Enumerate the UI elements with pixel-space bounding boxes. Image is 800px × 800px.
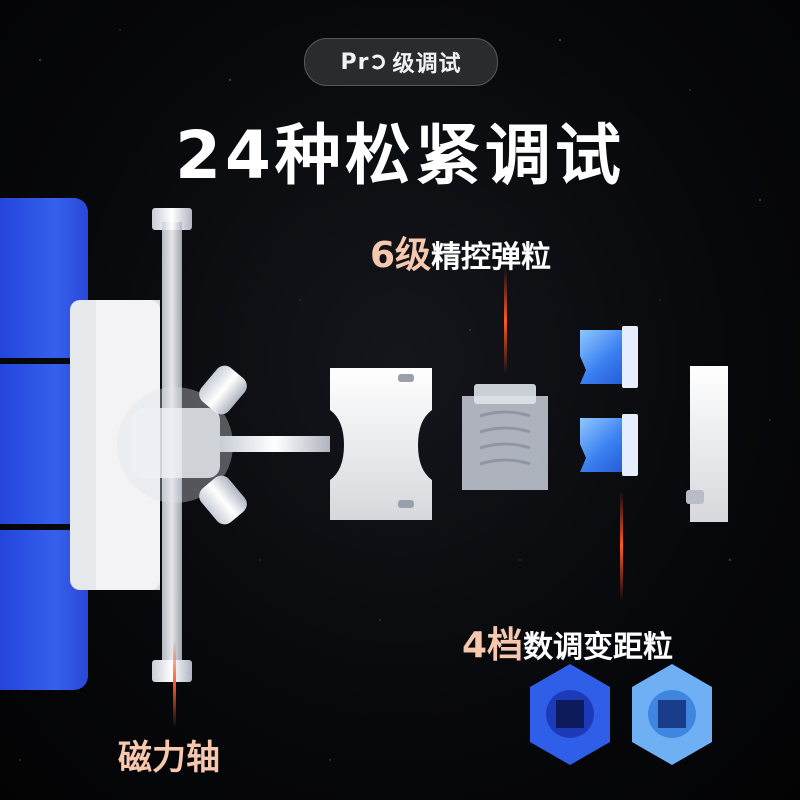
label-distance-number: 4档 xyxy=(462,625,524,666)
end-cap xyxy=(686,366,728,522)
callout-lines xyxy=(173,268,623,728)
label-pellet-text: 精控弹粒 xyxy=(431,240,552,275)
label-spring-pellet: 6级精控弹粒 xyxy=(370,226,551,278)
label-distance-text: 数调变距粒 xyxy=(523,630,674,665)
cube-pieces xyxy=(0,198,160,690)
label-pellet-number: 6级 xyxy=(370,235,432,276)
hex-nuts xyxy=(530,664,712,765)
badge-text: 级调试 xyxy=(392,52,462,77)
white-housing xyxy=(330,368,432,520)
label-magnetic-axis: 磁力轴 xyxy=(118,738,220,778)
badge-prefix: Pr xyxy=(340,49,370,75)
distance-pellets xyxy=(580,326,638,476)
label-distance-pellet: 4档数调变距粒 xyxy=(462,616,673,668)
badge-o-glyph-icon xyxy=(372,54,386,70)
headline: 24种松紧调试 xyxy=(175,117,625,194)
spring-pellet xyxy=(462,384,548,490)
magnetic-core-axis xyxy=(117,208,330,682)
pro-tuning-badge: Pr 级调试 xyxy=(304,38,498,86)
